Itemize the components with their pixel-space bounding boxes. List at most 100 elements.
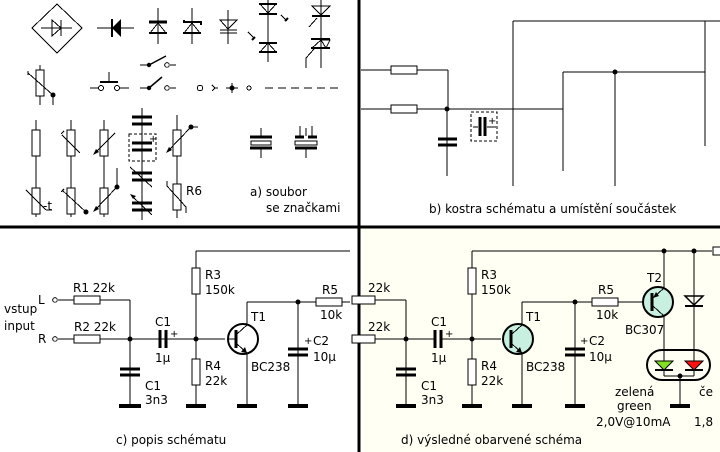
panel-c-caption: c) popis schématu xyxy=(116,433,226,447)
resistor-r4 xyxy=(191,358,201,386)
zener-diode-icon xyxy=(148,8,168,44)
resistor-r1 xyxy=(73,295,101,305)
potentiometer-icon xyxy=(27,65,56,105)
d-r4-value: 22k xyxy=(481,374,503,388)
diode-d1 xyxy=(683,295,705,307)
input-label-en: input xyxy=(4,319,35,333)
zener-diode-icon xyxy=(182,8,202,44)
push-button-icon xyxy=(90,72,129,91)
varistor-icon xyxy=(166,181,187,213)
terminal-l-label: L xyxy=(38,293,45,307)
c2-name: C2 xyxy=(313,334,329,348)
resistor-r3 xyxy=(191,267,201,295)
r3-name: R3 xyxy=(205,268,221,282)
panel-a-caption-line1: a) soubor xyxy=(250,185,307,199)
input-label-cz: vstup xyxy=(4,302,37,316)
terminal-r-label: R xyxy=(38,332,46,346)
dual-led-package xyxy=(646,349,711,405)
transistor-t1-colored xyxy=(502,302,534,405)
c2-value: 10μ xyxy=(313,350,336,364)
r4-name: R4 xyxy=(205,359,221,373)
r2-label: R2 22k xyxy=(74,320,116,334)
potentiometer-icon xyxy=(60,187,89,215)
input-terminal-l xyxy=(52,297,58,303)
led-green-label-cz: zelená xyxy=(615,385,654,399)
capacitor-column-icon: + xyxy=(128,112,157,220)
input-terminal-r xyxy=(52,336,58,342)
plus-sign: + xyxy=(580,336,588,347)
r5-name: R5 xyxy=(322,283,338,297)
transistor-t1 xyxy=(227,302,259,405)
t1-name: T1 xyxy=(250,310,266,324)
c1b-name: C1 xyxy=(145,379,161,393)
thyristor-triac-icon xyxy=(305,0,332,68)
diode-icon xyxy=(97,19,134,37)
led-green-spec: 2,0V@10mA xyxy=(596,415,671,429)
d-r2-value: 22k xyxy=(368,320,390,334)
panel-b-caption: b) kostra schématu a umístění součástek xyxy=(429,202,676,216)
small-terminal-icon xyxy=(246,85,252,91)
d-c1-name: C1 xyxy=(431,315,447,329)
led-red-label-cz: če xyxy=(699,385,713,399)
r4-value: 22k xyxy=(205,374,227,388)
panel-c-annotated-schematic: vstup input L R R1 22k R2 22k C1 3n3 + C… xyxy=(4,250,350,447)
led-red-spec: 1,8 xyxy=(694,415,713,429)
thermistor-icon xyxy=(25,187,52,215)
panel-a-caption-line2: se značkami xyxy=(266,201,340,215)
led-photodiode-icon xyxy=(247,0,289,62)
connector-icon xyxy=(211,84,216,92)
d-r1-value: 22k xyxy=(368,281,390,295)
component-placement-box xyxy=(470,111,498,142)
bridge-rectifier-icon xyxy=(31,3,83,54)
panel-b-skeleton: + b) kostra schématu a umístění součáste… xyxy=(361,20,720,216)
label-neg-t: -t xyxy=(43,199,52,213)
d-c1b-name: C1 xyxy=(421,379,437,393)
d-r5-name: R5 xyxy=(598,283,614,297)
switch-icon xyxy=(140,55,176,68)
potentiometer-icon xyxy=(93,168,120,215)
d-c2-name: C2 xyxy=(589,334,605,348)
led-green-label-en: green xyxy=(617,399,652,413)
transistor-t2-colored xyxy=(642,251,674,375)
plus-sign: + xyxy=(170,329,178,340)
switch-icon xyxy=(140,76,176,91)
led-green xyxy=(653,360,675,371)
output-terminal xyxy=(712,246,720,256)
panel-d-caption: d) výsledné obarvené schéma xyxy=(401,433,582,447)
t2-name: T2 xyxy=(646,271,662,285)
t1-type: BC238 xyxy=(251,360,290,374)
c1b-value: 3n3 xyxy=(145,393,168,407)
panel-a-symbols: + R6 -t xyxy=(25,0,342,220)
d-t1-name: T1 xyxy=(525,310,541,324)
d-t1-type: BC238 xyxy=(526,360,565,374)
resistor-r2 xyxy=(73,334,101,344)
varicap-diode-icon xyxy=(218,10,239,44)
d-r3-value: 150k xyxy=(481,283,511,297)
d-c1b-value: 3n3 xyxy=(421,393,444,407)
r3-value: 150k xyxy=(205,283,235,297)
panel-d-colored-schematic: 22k 22k C1 3n3 + C1 1μ R3 150k R4 22k xyxy=(351,246,720,447)
d-r4-name: R4 xyxy=(481,359,497,373)
d-c1-value: 1μ xyxy=(431,351,447,365)
crystal-icon xyxy=(250,128,272,158)
plus-sign: + xyxy=(149,134,157,145)
r5-value: 10k xyxy=(320,308,342,322)
panel-d-background xyxy=(361,229,720,452)
t2-type: BC307 xyxy=(625,323,664,337)
d-c2-value: 10μ xyxy=(589,350,612,364)
resistor-r5 xyxy=(315,297,343,307)
d-r5-value: 10k xyxy=(596,308,618,322)
led-red xyxy=(683,360,705,371)
crystal-icon xyxy=(294,126,318,158)
plus-sign: + xyxy=(304,336,312,347)
junction-icon xyxy=(226,83,238,93)
d-r3-name: R3 xyxy=(481,268,497,282)
c1-value: 1μ xyxy=(155,351,171,365)
plus-sign: + xyxy=(488,116,496,127)
plus-sign: + xyxy=(445,329,453,340)
terminal-icon xyxy=(196,84,204,92)
r1-label: R1 22k xyxy=(73,281,115,295)
c1-name: C1 xyxy=(155,315,171,329)
label-r6: R6 xyxy=(186,184,202,198)
